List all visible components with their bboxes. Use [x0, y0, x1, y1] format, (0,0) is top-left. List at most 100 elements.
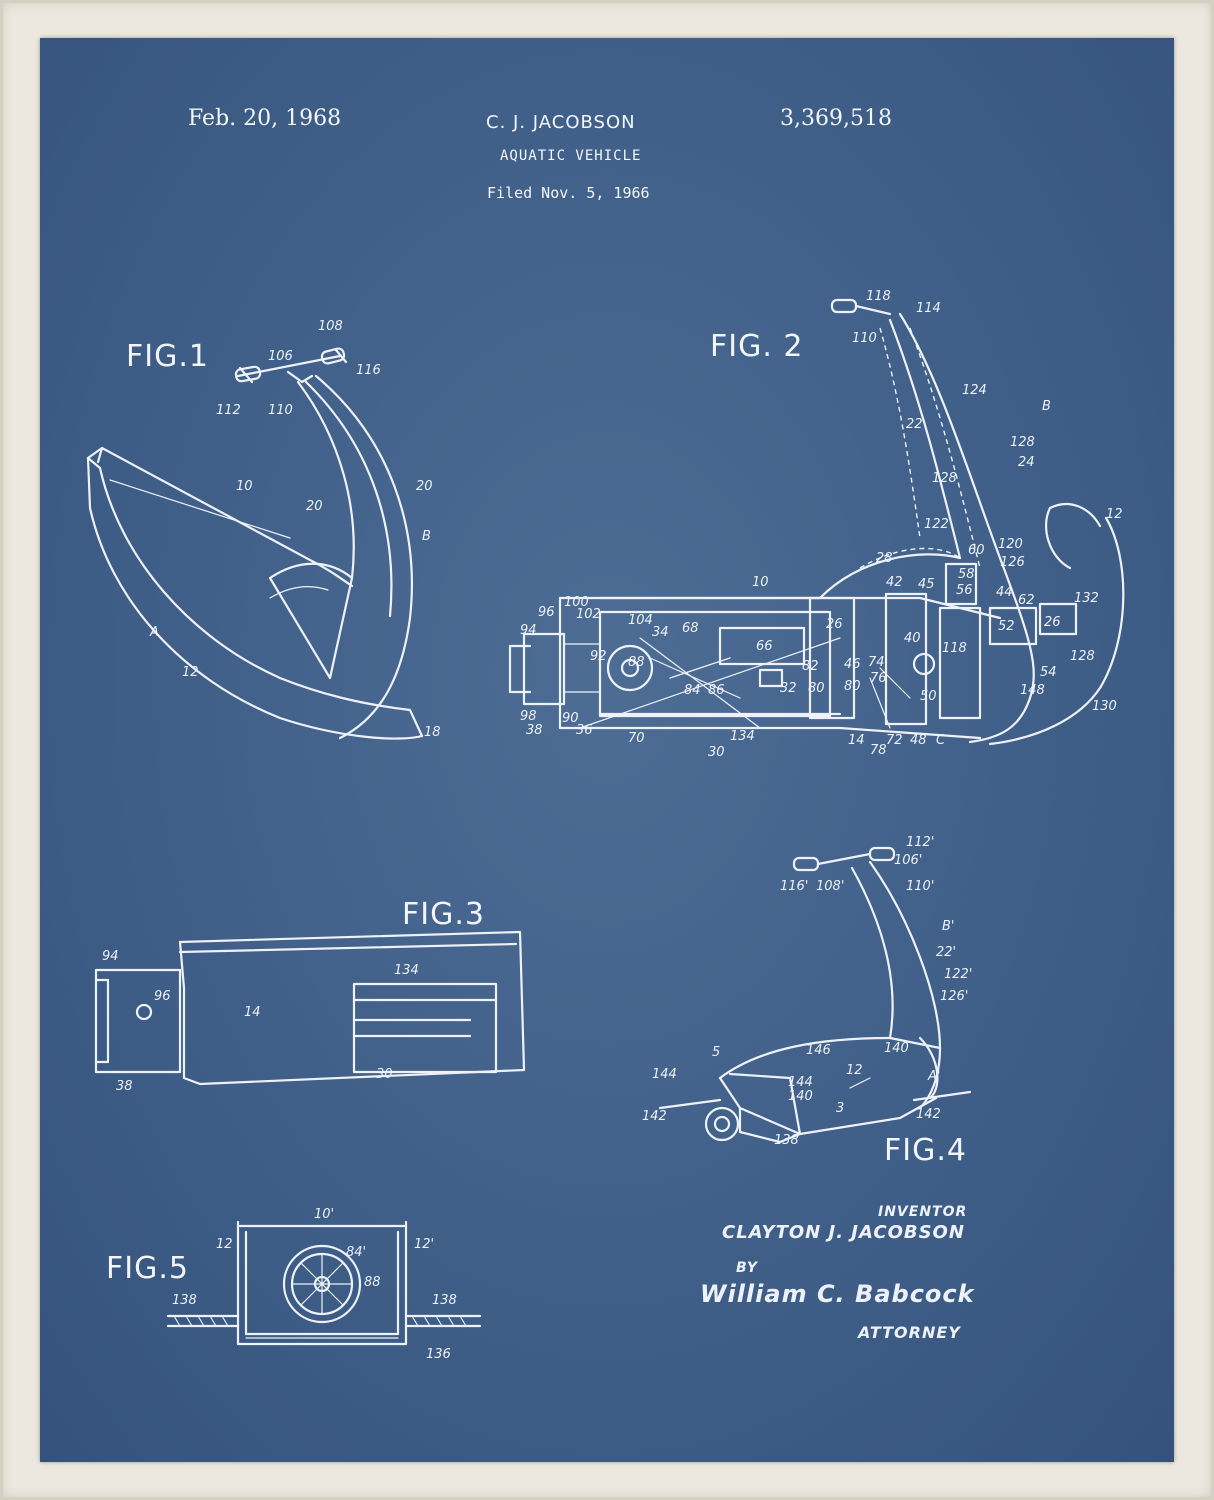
fig2-ref-110: 110: [852, 331, 877, 346]
fig3-ref-94: 94: [102, 949, 119, 964]
fig3-drawing: FIG.3 94 96 14 134 38 30: [94, 897, 526, 1094]
fig2-ref-82: 82: [802, 659, 819, 674]
fig3-ref-30: 30: [376, 1067, 393, 1082]
fig2-ref-88: 88: [628, 655, 645, 670]
fig2-ref-34: 34: [652, 625, 669, 640]
fig2-drawing: FIG. 2: [508, 289, 1125, 760]
fig2-ref-42: 42: [886, 575, 903, 590]
fig2-ref-120: 120: [998, 537, 1023, 552]
fig2-ref-128c: 128: [1070, 649, 1095, 664]
fig5-label: FIG.5: [106, 1251, 189, 1286]
fig4-ref-138: 138: [774, 1133, 799, 1148]
fig2-ref-114: 114: [916, 301, 941, 316]
fig2-ref-52: 52: [998, 619, 1015, 634]
inventor-heading: C. J. JACOBSON: [486, 112, 636, 133]
fig5-ref-12p: 12': [414, 1237, 434, 1252]
fig1-ref-B: B: [422, 529, 431, 544]
fig5-drawing: FIG.5 10' 12 84' 12' 88 138 138 136: [106, 1207, 482, 1362]
fig4-ref-142b: 142: [916, 1107, 941, 1122]
fig2-ref-148: 148: [1020, 683, 1045, 698]
fig2-ref-118b: 118: [942, 641, 967, 656]
fig5-ref-138a: 138: [172, 1293, 197, 1308]
fig2-ref-44: 44: [996, 585, 1013, 600]
fig3-ref-14: 14: [244, 1005, 261, 1020]
blueprint-sheet: Feb. 20, 1968 C. J. JACOBSON 3,369,518 A…: [40, 38, 1174, 1462]
fig2-ref-124: 124: [962, 383, 987, 398]
signature-block: INVENTOR CLAYTON J. JACOBSON BY William …: [700, 1204, 976, 1342]
fig2-ref-26b: 26: [826, 617, 843, 632]
fig4-ref-140a: 140: [884, 1041, 909, 1056]
fig5-ref-12: 12: [216, 1237, 233, 1252]
fig5-ref-138b: 138: [432, 1293, 457, 1308]
fig1-ref-108: 108: [318, 319, 343, 334]
fig4-ref-Bp: B': [942, 919, 955, 934]
fig5-ref-136: 136: [426, 1347, 451, 1362]
fig2-ref-60: 60: [968, 543, 985, 558]
fig3-label: FIG.3: [402, 897, 485, 932]
fig3-ref-38: 38: [116, 1079, 133, 1094]
fig2-ref-22: 22: [906, 417, 923, 432]
fig4-ref-112p: 112': [906, 835, 934, 850]
fig4-ref-116p: 116': [780, 879, 808, 894]
fig2-ref-14: 14: [848, 733, 865, 748]
patent-number: 3,369,518: [780, 106, 892, 131]
fig4-ref-122p: 122': [944, 967, 972, 982]
fig2-ref-26a: 26: [1044, 615, 1061, 630]
patent-drawings: FIG.1 106 108: [86, 289, 1125, 1362]
fig2-ref-104: 104: [628, 613, 653, 628]
fig4-label: FIG.4: [884, 1133, 967, 1168]
fig4-ref-110p: 110': [906, 879, 934, 894]
fig1-ref-106: 106: [268, 349, 293, 364]
fig1-label: FIG.1: [126, 339, 209, 374]
fig1-ref-20a: 20: [306, 499, 323, 514]
fig2-ref-46: 46: [844, 657, 861, 672]
fig1-ref-A: A: [149, 625, 159, 640]
fig2-ref-70: 70: [628, 731, 645, 746]
fig2-ref-B: B: [1042, 399, 1051, 414]
fig3-ref-134: 134: [394, 963, 419, 978]
inventor-caption: INVENTOR: [878, 1204, 967, 1220]
attorney-signature: William C. Babcock: [700, 1280, 976, 1308]
fig2-ref-78: 78: [870, 743, 887, 758]
fig2-ref-50: 50: [920, 689, 937, 704]
fig2-ref-122: 122: [924, 517, 949, 532]
fig1-ref-116: 116: [356, 363, 381, 378]
fig3-ref-96: 96: [154, 989, 171, 1004]
patent-date: Feb. 20, 1968: [188, 106, 342, 131]
fig4-ref-Ap: A': [927, 1069, 940, 1084]
fig2-ref-45: 45: [918, 577, 935, 592]
fig5-ref-84p: 84': [346, 1245, 366, 1260]
fig4-ref-126p: 126': [940, 989, 968, 1004]
fig2-ref-94: 94: [520, 623, 537, 638]
fig4-drawing: FIG.4 112' 106' 116' 108' 110': [642, 835, 972, 1168]
fig2-ref-72: 72: [886, 733, 903, 748]
fig1-ref-20b: 20: [416, 479, 433, 494]
fig4-ref-144a: 144: [652, 1067, 677, 1082]
fig2-ref-100: 100: [564, 595, 589, 610]
fig2-ref-54: 54: [1040, 665, 1057, 680]
fig2-ref-90: 90: [562, 711, 579, 726]
fig2-ref-96: 96: [538, 605, 555, 620]
fig2-ref-98: 98: [520, 709, 537, 724]
fig1-ref-10: 10: [236, 479, 253, 494]
fig4-ref-140b: 140: [788, 1089, 813, 1104]
fig4-ref-5: 5: [712, 1045, 720, 1060]
fig4-ref-3: 3: [836, 1101, 844, 1116]
fig4-ref-106p: 106': [894, 853, 922, 868]
fig4-ref-142a: 142: [642, 1109, 667, 1124]
fig2-ref-130: 130: [1092, 699, 1117, 714]
fig2-ref-128a: 128: [1010, 435, 1035, 450]
fig2-ref-32: 32: [780, 681, 797, 696]
fig2-ref-102: 102: [576, 607, 601, 622]
fig2-ref-10: 10: [752, 575, 769, 590]
fig2-ref-48: 48: [910, 733, 927, 748]
fig1-ref-110: 110: [268, 403, 293, 418]
attorney-caption: ATTORNEY: [856, 1323, 961, 1342]
fig2-ref-132: 132: [1074, 591, 1099, 606]
fig1-ref-12: 12: [182, 665, 199, 680]
fig2-ref-80a: 80: [808, 681, 825, 696]
patent-title: AQUATIC VEHICLE: [500, 148, 642, 164]
fig2-ref-80b: 80: [844, 679, 861, 694]
fig4-ref-144b: 144: [788, 1075, 813, 1090]
